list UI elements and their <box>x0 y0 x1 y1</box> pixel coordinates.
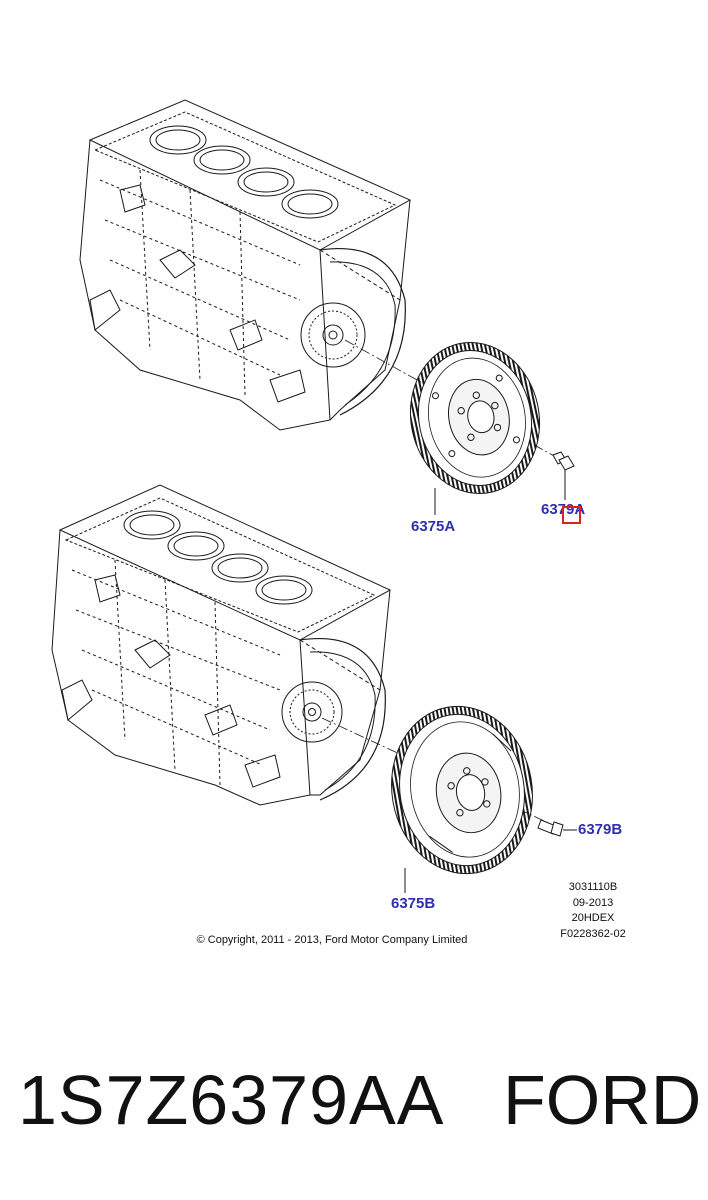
selected-part-highlight[interactable] <box>562 506 581 524</box>
callout-6375b[interactable]: 6375B <box>391 895 436 912</box>
figure-id: F0228362-02 <box>560 927 626 940</box>
lower-bolt-illustration <box>537 819 577 837</box>
illustration-id: 3031110B <box>568 881 618 893</box>
lower-flywheel-illustration <box>391 705 533 875</box>
engine-code: 20HDEX <box>571 912 615 924</box>
upper-engine-block-illustration <box>79 99 412 431</box>
part-number: 1S7Z6379AA <box>18 1061 445 1139</box>
part-footer: 1S7Z6379AA FORD <box>0 1060 708 1160</box>
upper-assembly-centerline <box>344 339 566 463</box>
brand-name: FORD <box>503 1061 702 1139</box>
callout-6375a[interactable]: 6375A <box>411 518 456 535</box>
illustration-date: 09-2013 <box>572 896 614 909</box>
exploded-parts-diagram <box>51 99 577 893</box>
upper-bolt-illustration <box>552 451 575 500</box>
lower-engine-block-illustration <box>51 484 392 806</box>
copyright-notice: © Copyright, 2011 - 2013, Ford Motor Com… <box>196 934 468 946</box>
illustration-reference-codes: 3031110B 09-2013 20HDEX F0228362-02 <box>548 880 638 942</box>
upper-flywheel-illustration <box>409 341 541 495</box>
callout-6379b[interactable]: 6379B <box>578 821 623 838</box>
